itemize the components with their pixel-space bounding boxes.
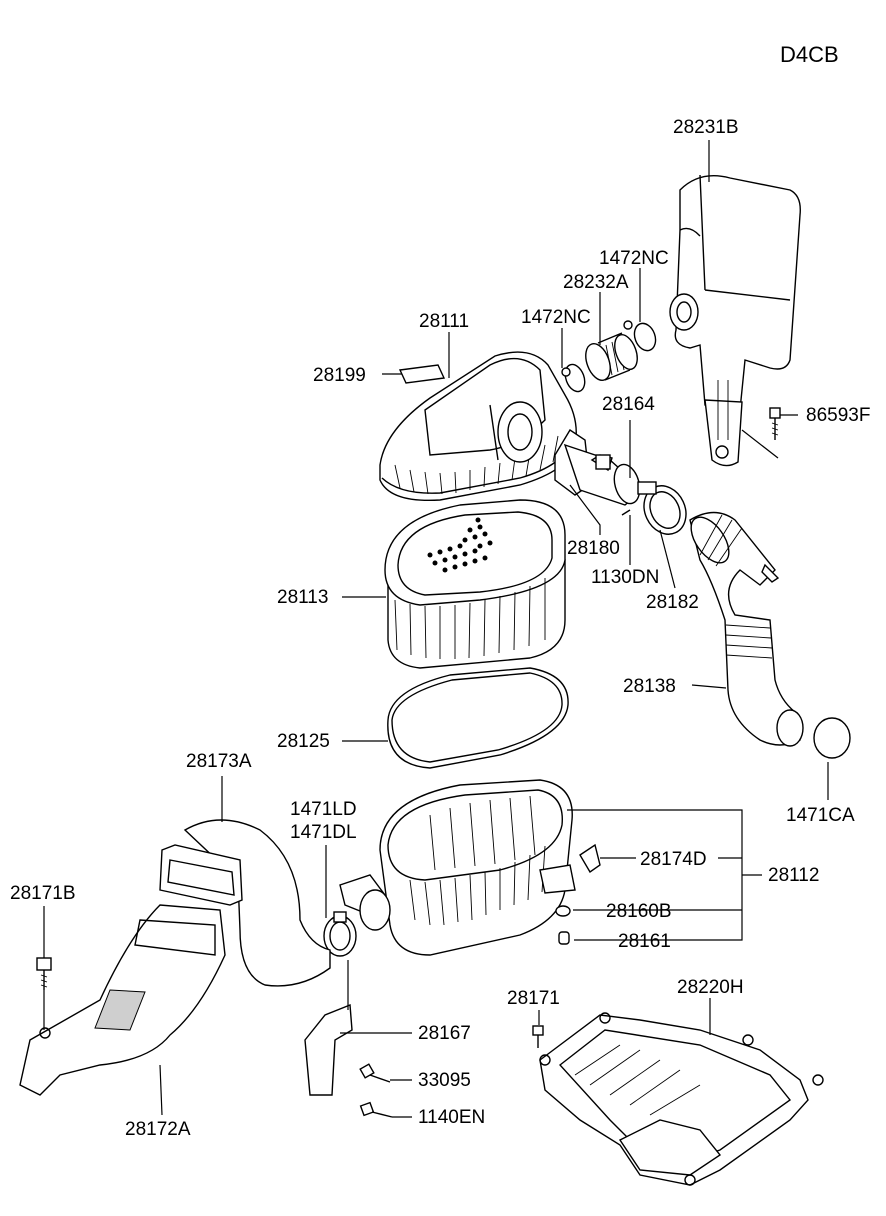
- filter-element-28113: [384, 499, 566, 669]
- part-label-28112[interactable]: 28112: [768, 865, 820, 886]
- bolt-1140EN: [359, 1101, 393, 1118]
- part-label-28172A[interactable]: 28172A: [125, 1119, 191, 1140]
- part-label-28232A[interactable]: 28232A: [563, 272, 629, 293]
- label-28199: [398, 364, 446, 384]
- part-label-28111[interactable]: 28111: [419, 311, 470, 332]
- part-label-1472NC-upper[interactable]: 1472NC: [599, 248, 669, 269]
- part-label-28164[interactable]: 28164: [602, 394, 655, 415]
- resonator-28231B: [669, 174, 801, 467]
- grommet-28160B: [555, 905, 571, 917]
- guide-28220H: [539, 1012, 824, 1186]
- clamp-1471CA: [813, 717, 851, 759]
- bolt-28171: [532, 1025, 544, 1048]
- air-cleaner-cover-28111: [379, 351, 577, 502]
- clamp-28182: [637, 481, 687, 535]
- part-label-28174D[interactable]: 28174D: [640, 849, 707, 870]
- duct-hose-28138: [689, 511, 804, 747]
- part-label-28167[interactable]: 28167: [418, 1023, 471, 1044]
- part-label-86593F[interactable]: 86593F: [806, 405, 871, 426]
- leader-lines: [43, 140, 829, 1118]
- part-label-28173A[interactable]: 28173A: [186, 751, 252, 772]
- part-label-33095[interactable]: 33095: [418, 1070, 471, 1091]
- clamp-1471LD: [323, 911, 357, 957]
- insulator-28161: [558, 931, 570, 945]
- bolt-86593F: [769, 407, 781, 440]
- part-label-1471CA[interactable]: 1471CA: [786, 805, 855, 826]
- part-label-28160B[interactable]: 28160B: [606, 901, 672, 922]
- gasket-28125: [387, 667, 569, 769]
- part-label-28113[interactable]: 28113: [277, 587, 329, 608]
- part-label-28138[interactable]: 28138: [623, 676, 676, 697]
- part-label-28231B[interactable]: 28231B: [673, 117, 739, 138]
- lower-case-28112: [339, 779, 576, 956]
- part-label-28180[interactable]: 28180: [567, 538, 620, 559]
- bolt-33095: [359, 1063, 391, 1083]
- part-label-28161[interactable]: 28161: [618, 931, 671, 952]
- part-label-1130DN[interactable]: 1130DN: [591, 567, 660, 588]
- part-label-1472NC-lower[interactable]: 1472NC: [521, 307, 591, 328]
- part-label-1140EN[interactable]: 1140EN: [418, 1107, 486, 1128]
- part-label-28199[interactable]: 28199: [313, 365, 366, 386]
- maf-sensor-28164: [554, 429, 641, 516]
- bolt-28171B: [36, 957, 52, 990]
- part-label-1471DL[interactable]: 1471DL: [290, 822, 357, 843]
- part-label-28171[interactable]: 28171: [507, 988, 560, 1009]
- hose-28232A: [561, 320, 657, 393]
- part-label-28171B[interactable]: 28171B: [10, 883, 76, 904]
- part-label-28182[interactable]: 28182: [646, 592, 699, 613]
- clip-28174D: [579, 843, 601, 874]
- part-label-28125[interactable]: 28125: [277, 731, 330, 752]
- part-label-1471LD[interactable]: 1471LD: [290, 799, 357, 820]
- part-label-28220H[interactable]: 28220H: [677, 977, 744, 998]
- engine-code: D4CB: [780, 42, 839, 67]
- intake-duct-28173A: [159, 819, 331, 987]
- bracket-28167: [304, 1003, 353, 1096]
- lower-duct-28172A: [19, 904, 226, 1096]
